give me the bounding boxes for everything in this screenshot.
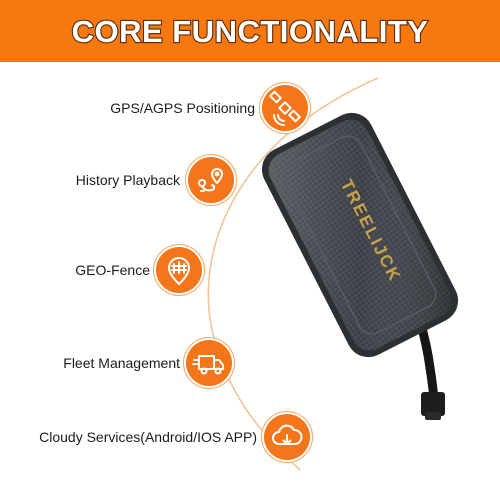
route-pin-icon — [188, 157, 234, 203]
page-title: CORE FUNCTIONALITY — [72, 14, 429, 49]
header-banner — [0, 0, 500, 62]
feature-geofence: GEO-Fence — [0, 245, 150, 295]
page-title-graphic: CORE FUNCTIONALITY — [70, 13, 429, 50]
feature-label: GEO-Fence — [75, 262, 150, 278]
feature-history: History Playback — [0, 155, 180, 205]
geofence-pin-icon — [156, 247, 202, 293]
feature-label: GPS/AGPS Positioning — [110, 100, 255, 116]
cloud-download-icon — [264, 414, 310, 460]
feature-cloud: Cloudy Services(Android/IOS APP) — [0, 412, 257, 462]
feature-label: History Playback — [75, 172, 180, 188]
feature-gps: GPS/AGPS Positioning — [0, 83, 255, 133]
connector-plug — [421, 392, 445, 416]
feature-fleet: Fleet Management — [0, 338, 180, 388]
satellite-icon — [262, 85, 308, 131]
feature-label: Cloudy Services(Android/IOS APP) — [39, 429, 257, 445]
feature-label: Fleet Management — [63, 355, 180, 371]
delivery-truck-icon — [186, 340, 232, 386]
